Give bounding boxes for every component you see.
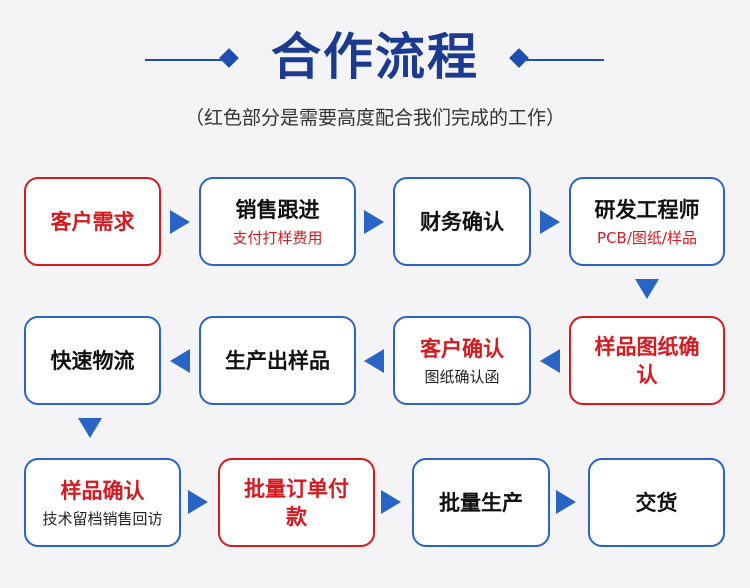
step-produce-sample: 生产出样品 [199, 316, 356, 405]
step-label: 研发工程师 [594, 197, 700, 222]
arrow-right-icon [381, 490, 401, 514]
step-sublabel: 技术留档销售回访 [42, 509, 163, 528]
step-label: 批量订单付款 [244, 476, 349, 529]
step-sublabel: 图纸确认函 [424, 367, 500, 386]
step-sublabel: PCB/图纸/样品 [597, 228, 697, 247]
step-sublabel: 支付打样费用 [232, 228, 323, 247]
arrow-left-icon [170, 349, 190, 373]
step-label: 财务确认 [420, 209, 504, 234]
step-label: 客户需求 [50, 209, 135, 234]
step-label: 客户确认 [420, 336, 504, 361]
arrow-left-icon [364, 349, 384, 373]
step-fast-logistics: 快速物流 [24, 316, 161, 405]
step-finance-confirm: 财务确认 [393, 177, 531, 266]
step-label: 样品确认 [60, 478, 145, 503]
step-label: 批量生产 [439, 490, 523, 515]
arrow-right-icon [556, 490, 576, 514]
arrow-right-icon [540, 210, 560, 234]
step-rd-engineer: 研发工程师 PCB/图纸/样品 [569, 177, 725, 266]
step-bulk-order-payment: 批量订单付款 [218, 458, 375, 547]
arrow-down-icon [635, 279, 659, 299]
step-label: 交货 [635, 490, 678, 515]
step-customer-demand: 客户需求 [24, 177, 161, 266]
arrow-right-icon [170, 210, 190, 234]
step-sample-drawing-confirm: 样品图纸确认 [569, 316, 725, 405]
subtitle: （红色部分是需要高度配合我们完成的工作） [184, 107, 565, 129]
step-label: 快速物流 [50, 348, 135, 373]
arrow-left-icon [540, 349, 560, 373]
arrow-right-icon [188, 490, 208, 514]
step-mass-production: 批量生产 [412, 458, 550, 547]
title-area: 合作流程 [0, 22, 750, 92]
step-customer-confirm: 客户确认 图纸确认函 [393, 316, 531, 405]
step-sales-followup: 销售跟进 支付打样费用 [199, 177, 356, 266]
title-left-line [145, 59, 225, 61]
arrow-down-icon [78, 418, 102, 438]
step-sample-confirm: 样品确认 技术留档销售回访 [24, 458, 181, 547]
step-label: 样品图纸确认 [594, 334, 700, 387]
title-right-line [524, 59, 604, 61]
arrow-right-icon [364, 210, 384, 234]
step-label: 销售跟进 [235, 197, 320, 222]
step-delivery: 交货 [588, 458, 725, 547]
page-title: 合作流程 [271, 28, 479, 86]
step-label: 生产出样品 [225, 348, 330, 373]
